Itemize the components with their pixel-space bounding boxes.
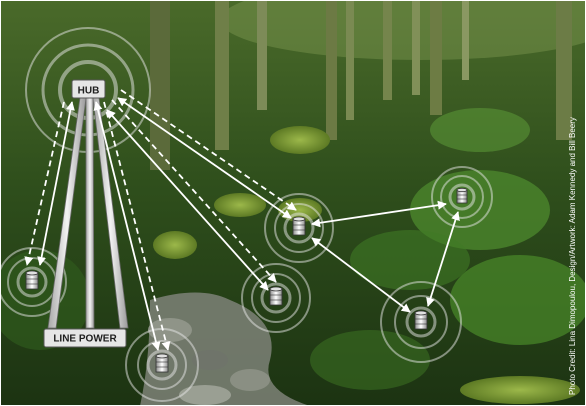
- link-center-lower-right: [311, 237, 411, 313]
- sensor-node-lower-right: [414, 310, 428, 330]
- link-right-lower-right: [426, 211, 460, 307]
- hub-label: HUB: [78, 86, 100, 97]
- right-node-rings: [431, 166, 493, 228]
- link-hub-left-solid: [37, 101, 75, 266]
- tower-leg-center: [85, 97, 95, 329]
- communication-links: [24, 89, 460, 351]
- hub-box: [71, 79, 106, 99]
- sensor-node-middle: [269, 286, 283, 306]
- sensor-node-right: [456, 187, 468, 204]
- link-hub-center-dashed: [120, 89, 297, 211]
- sensor-node-bottom: [155, 353, 169, 373]
- line-power-label: LINE POWER: [53, 334, 117, 345]
- link-center-right: [311, 200, 447, 228]
- sensor-node-center: [292, 216, 306, 236]
- sensor-node-left: [25, 270, 39, 290]
- link-hub-left-dashed: [24, 101, 65, 266]
- photo-credit: Photo Credit: Lina Dimopoulou, Design/Ar…: [568, 117, 577, 395]
- link-hub-center-solid: [117, 97, 292, 219]
- sensor-nodes: [25, 187, 468, 373]
- lower-right-node-rings: [380, 281, 462, 363]
